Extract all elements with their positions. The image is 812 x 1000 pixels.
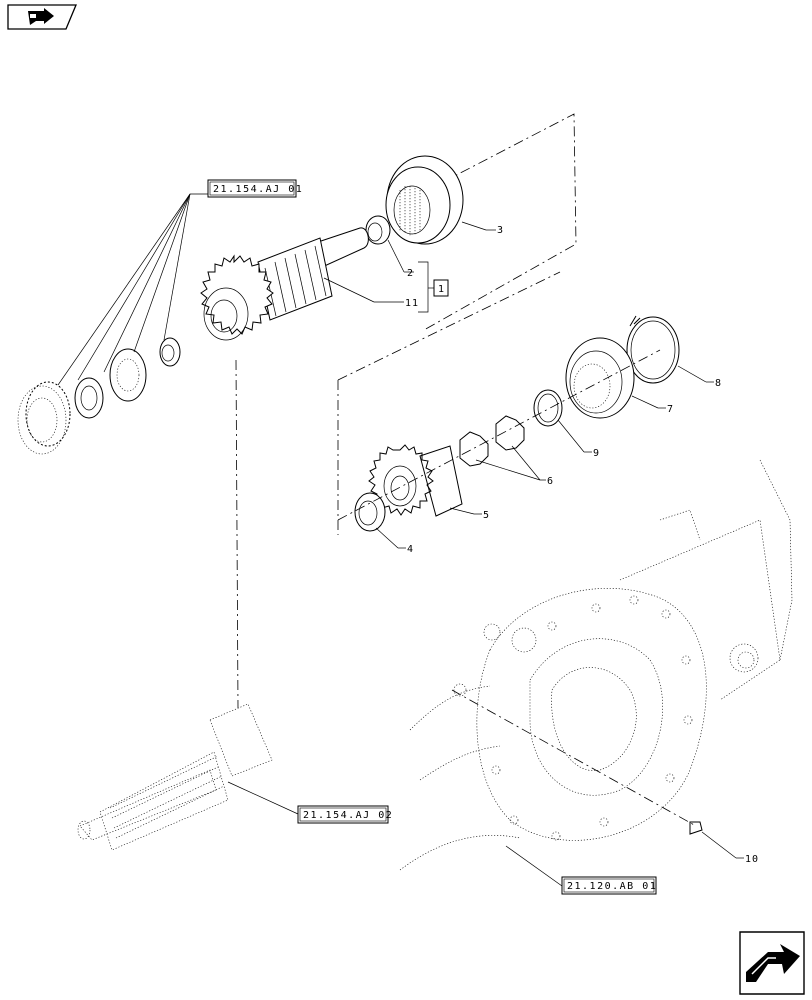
group-boundary-upper: [423, 113, 577, 331]
callout-5: 5: [483, 510, 490, 521]
next-page-button[interactable]: [738, 930, 806, 996]
part-3-coupling-sleeve: [385, 155, 464, 245]
input-shaft-lower: [77, 703, 273, 851]
callout-numbers: 3 2 11 8 7 9 6 5 4 10: [405, 225, 759, 865]
ref-box-21-154-aj-02[interactable]: 21.154.AJ 02: [297, 805, 393, 824]
ref-label-21-154-aj-02: 21.154.AJ 02: [303, 810, 393, 821]
axis-line-vertical: [235, 359, 239, 709]
callout-3: 3: [497, 225, 504, 236]
part-2-spacer-ring: [365, 215, 391, 245]
part-6-needle-bearings: [459, 415, 525, 467]
part-5-gear: [368, 444, 463, 517]
axis-line-lower-group: [337, 349, 661, 521]
callout-8: 8: [715, 378, 722, 389]
part-8-circlip: [626, 315, 680, 384]
kit-box: 1: [433, 279, 449, 297]
callout-6: 6: [547, 476, 554, 487]
kit-label: 1: [438, 284, 445, 295]
part-9-snap-ring: [533, 389, 563, 427]
callout-2: 2: [407, 268, 414, 279]
previous-page-icon: [7, 4, 77, 30]
part-4-thrust-washer: [354, 492, 386, 532]
callout-9: 9: [593, 448, 600, 459]
bearing-stack-left: [17, 337, 181, 455]
ref-label-21-120-ab-01: 21.120.AB 01: [567, 881, 657, 892]
ref-box-21-154-aj-01[interactable]: 21.154.AJ 01: [207, 179, 303, 198]
transmission-housing: [399, 459, 793, 871]
group-boundary-lower: [337, 271, 561, 535]
ref-box-21-120-ab-01[interactable]: 21.120.AB 01: [561, 876, 657, 895]
ref-label-21-154-aj-01: 21.154.AJ 01: [213, 184, 303, 195]
part-10-plug: [689, 821, 703, 835]
callout-11: 11: [405, 298, 419, 309]
next-page-icon: [739, 931, 805, 995]
previous-page-button[interactable]: [6, 4, 78, 30]
axis-line-housing: [451, 689, 697, 827]
leader-lines: [57, 193, 744, 887]
part-7-bearing: [565, 337, 635, 419]
callout-7: 7: [667, 404, 674, 415]
callout-4: 4: [407, 544, 414, 555]
part-11-shaft-gear: [200, 227, 369, 341]
callout-10: 10: [745, 854, 759, 865]
